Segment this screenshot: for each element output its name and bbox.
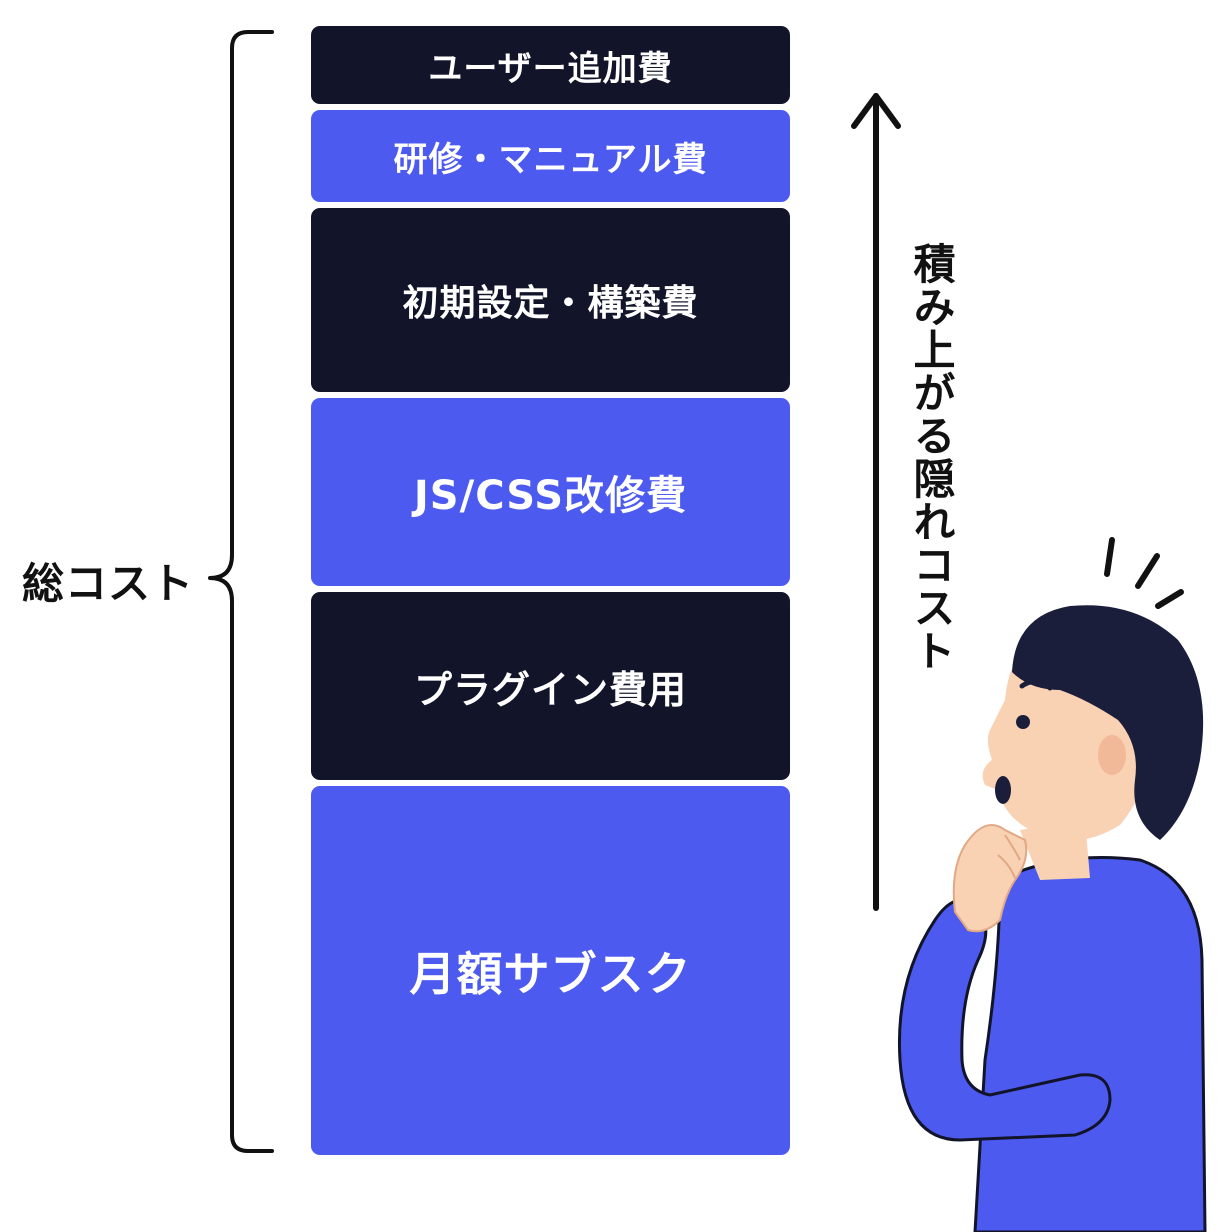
hidden-cost-label: 積み上がる隠れコスト bbox=[907, 242, 956, 672]
block-user-fee-label: ユーザー追加費 bbox=[428, 48, 673, 89]
block-plugin-fee-label: プラグイン費用 bbox=[413, 667, 687, 712]
total-cost-label: 総コスト bbox=[22, 559, 195, 608]
block-setup-fee: 初期設定・構築費 bbox=[311, 208, 790, 392]
block-training-fee-label: 研修・マニュアル費 bbox=[393, 139, 708, 180]
block-subscription-fee-label: 月額サブスク bbox=[409, 946, 692, 1001]
block-setup-fee-label: 初期設定・構築費 bbox=[402, 283, 699, 324]
block-subscription-fee: 月額サブスク bbox=[311, 786, 790, 1155]
block-training-fee: 研修・マニュアル費 bbox=[311, 110, 790, 202]
block-plugin-fee: プラグイン費用 bbox=[311, 592, 790, 780]
block-user-fee: ユーザー追加費 bbox=[311, 26, 790, 104]
block-customization-fee: JS/CSS改修費 bbox=[311, 398, 790, 586]
block-customization-fee-label: JS/CSS改修費 bbox=[413, 473, 688, 519]
